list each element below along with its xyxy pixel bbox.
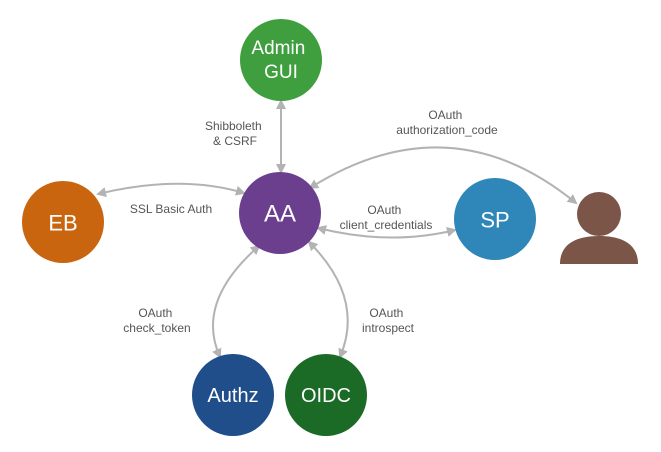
edge-aa-authz [212, 244, 261, 359]
node-sp-label: SP [480, 208, 509, 233]
edge-label-admin-aa: Shibboleth & CSRF [205, 119, 265, 148]
user-icon-body [560, 236, 638, 264]
user-icon-head [577, 192, 621, 236]
node-eb[interactable]: EB [22, 181, 104, 263]
edges [96, 99, 578, 359]
node-sp[interactable]: SP [454, 178, 536, 260]
edge-label-aa-authz: OAuth check_token [123, 306, 190, 335]
node-eb-circle [22, 181, 104, 263]
node-admin-gui-circle [240, 19, 322, 101]
edge-labels: Shibboleth & CSRF SSL Basic Auth OAuth c… [123, 108, 498, 335]
edge-aa-user [308, 146, 578, 205]
node-admin-gui[interactable]: Admin GUI [240, 19, 322, 101]
node-authz-circle [192, 354, 274, 436]
node-sp-circle [454, 178, 536, 260]
edge-label-aa-oidc: OAuth introspect [362, 306, 415, 335]
node-aa-label: AA [264, 201, 296, 228]
edge-aa-sp [316, 225, 457, 239]
node-authz[interactable]: Authz [192, 354, 274, 436]
node-aa-circle [239, 172, 321, 254]
edge-label-aa-sp: OAuth client_credentials [340, 203, 433, 232]
node-oidc-label: OIDC [301, 385, 351, 407]
node-oidc[interactable]: OIDC [285, 354, 367, 436]
node-admin-gui-label: Admin GUI [251, 38, 310, 83]
node-eb-label: EB [48, 211, 77, 236]
node-authz-label: Authz [207, 385, 258, 407]
edge-eb-aa [96, 182, 246, 197]
edge-aa-oidc [307, 240, 349, 359]
node-oidc-circle [285, 354, 367, 436]
node-aa[interactable]: AA [239, 172, 321, 254]
edge-label-aa-user: OAuth authorization_code [396, 108, 498, 137]
edge-label-eb-aa: SSL Basic Auth [130, 202, 212, 216]
user-icon[interactable] [560, 192, 638, 264]
